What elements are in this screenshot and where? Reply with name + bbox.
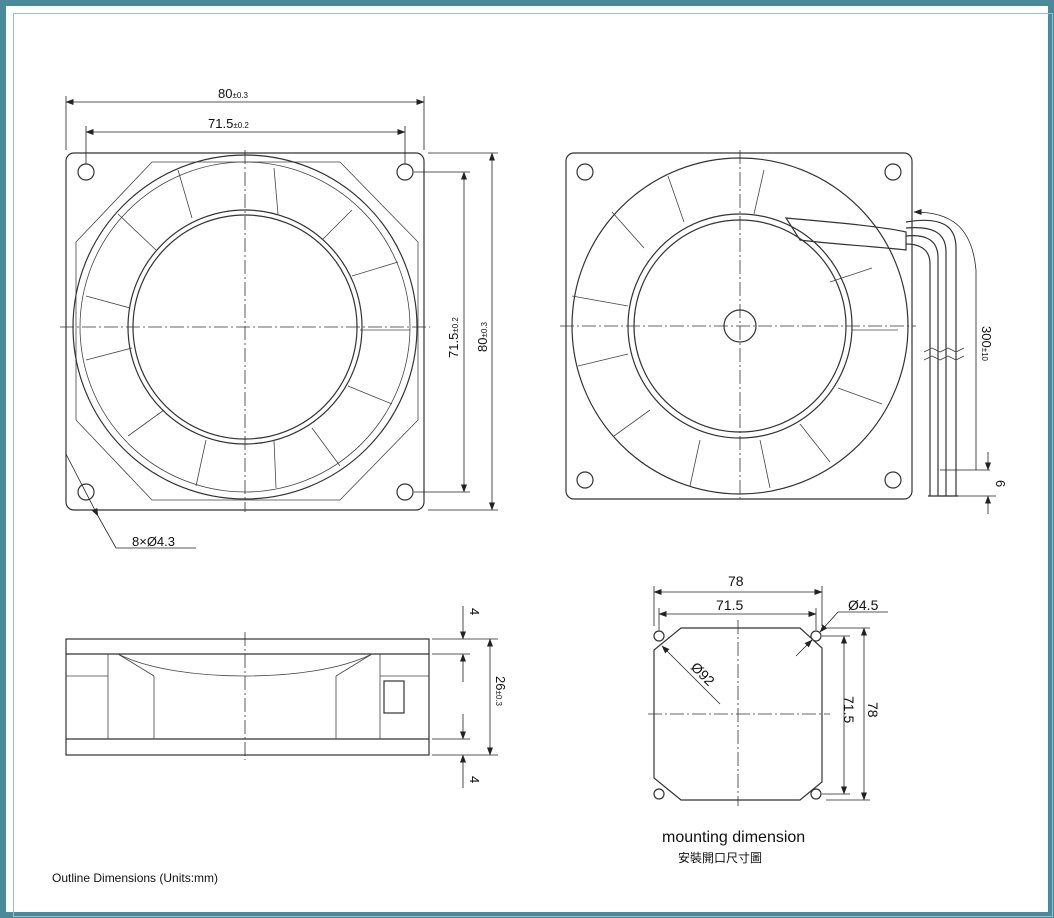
- back-hole-tl: [576, 163, 594, 181]
- dim-mount-cutout-dia: Ø92: [688, 659, 718, 689]
- mounting-view: [648, 586, 888, 806]
- drawing-caption: Outline Dimensions (Units:mm): [52, 871, 218, 885]
- dim-flange-top: 4: [467, 608, 482, 615]
- front-blades: [85, 167, 410, 489]
- dim-front-height-holes: 71.5±0.2: [446, 317, 461, 358]
- mounting-title-cn: 安裝開口尺寸圖: [678, 850, 762, 865]
- mount-hole-br: [810, 788, 822, 800]
- dim-front-width-holes: 71.5±0.2: [208, 116, 249, 131]
- dim-mount-overall: 78: [728, 573, 744, 589]
- side-outline: [65, 638, 430, 756]
- front-hole-br: [396, 483, 414, 501]
- back-lead-strut: [784, 217, 907, 251]
- back-hole-bl: [576, 471, 594, 489]
- drawing-inner-border: [13, 13, 1053, 917]
- dim-lead-strip: 6: [993, 480, 1008, 487]
- dim-flange-bottom: 4: [467, 776, 482, 783]
- dim-depth: 26±0.3: [493, 676, 508, 707]
- back-view: [560, 150, 996, 514]
- dim-mount-hole-dia: Ø4.5: [848, 597, 879, 613]
- mount-hole-tr: [810, 630, 822, 642]
- back-hole-br: [884, 471, 902, 489]
- dim-mount-overall-v: 78: [865, 702, 881, 718]
- back-blades: [571, 169, 898, 489]
- mount-hole-tl: [653, 630, 665, 642]
- front-hole-bl: [77, 483, 95, 501]
- front-view: [60, 96, 498, 549]
- back-lead-wires: [905, 219, 958, 497]
- back-hole-tr: [884, 163, 902, 181]
- dim-mount-holes: 71.5: [716, 597, 743, 613]
- front-inner-octagon: [75, 161, 419, 501]
- dim-lead-length: 300±10: [979, 326, 994, 362]
- front-hole-tr: [396, 163, 414, 181]
- dim-mount-holes-v: 71.5: [841, 696, 857, 723]
- mounting-cutout: [653, 627, 823, 801]
- dim-mounting-holes: 8×Ø4.3: [132, 534, 175, 549]
- dim-front-height-overall: 80±0.3: [475, 321, 490, 352]
- side-view: [65, 606, 498, 788]
- mount-hole-bl: [653, 788, 665, 800]
- side-connector: [383, 680, 405, 714]
- dim-front-width-overall: 80±0.3: [218, 86, 249, 101]
- front-hole-tl: [77, 163, 95, 181]
- mounting-title: mounting dimension: [662, 829, 805, 846]
